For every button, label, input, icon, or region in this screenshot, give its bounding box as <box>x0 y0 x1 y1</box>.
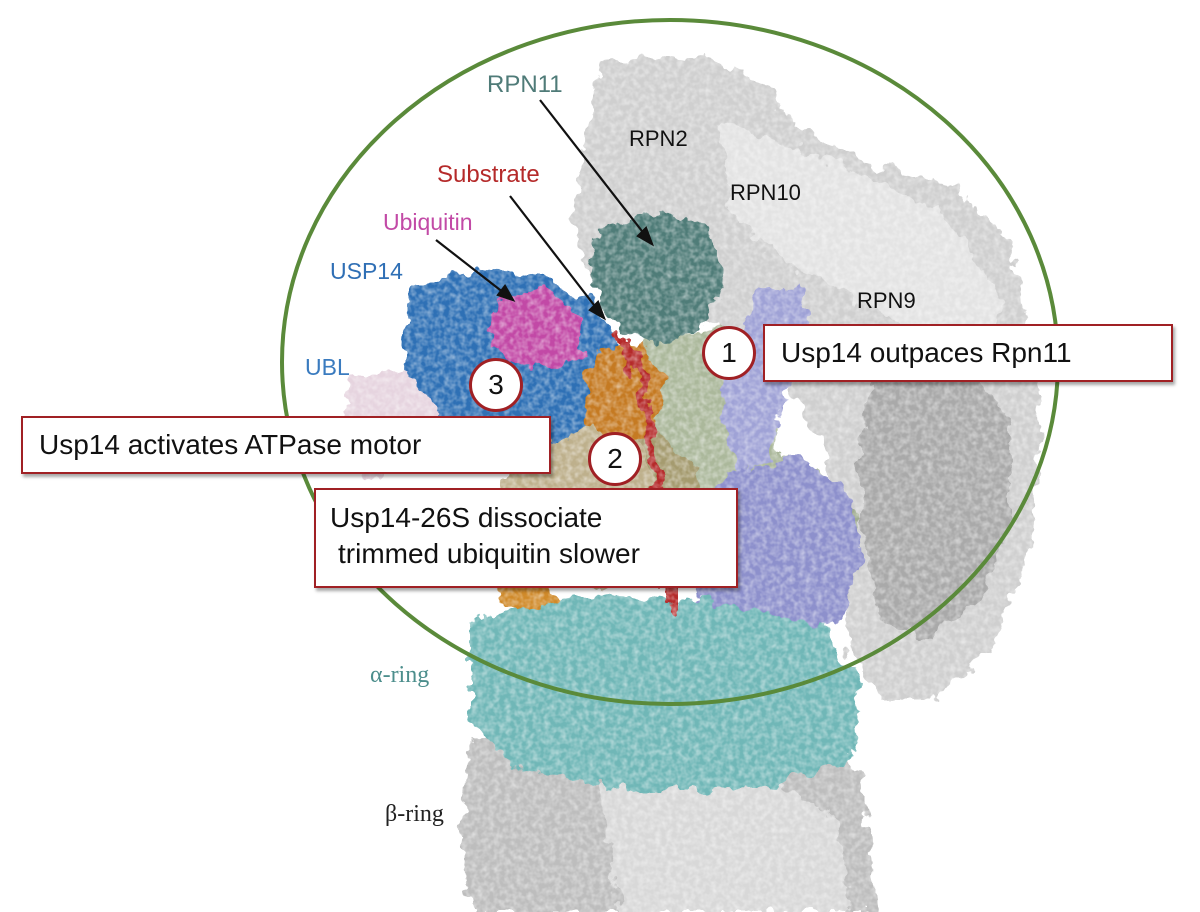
label-beta-ring: β-ring <box>385 801 444 827</box>
label-rpn11: RPN11 <box>487 71 563 98</box>
label-ubiquitin: Ubiquitin <box>383 209 473 235</box>
label-rpn9: RPN9 <box>857 288 916 313</box>
label-rpn10: RPN10 <box>730 180 801 205</box>
label-usp14: USP14 <box>330 258 403 284</box>
callout-step-3-text: Usp14 activates ATPase motor <box>39 429 422 460</box>
label-substrate: Substrate <box>437 161 540 188</box>
callout-step-2: Usp14-26S dissociate trimmed ubiquitin s… <box>314 488 738 588</box>
callout-step-2-line1: Usp14-26S dissociate <box>330 502 603 533</box>
callout-step-3: Usp14 activates ATPase motor <box>21 416 551 474</box>
texture-overlay <box>340 50 1060 912</box>
label-alpha-ring: α-ring <box>370 662 430 688</box>
step-badge-1: 1 <box>702 326 756 380</box>
callout-step-2-line2: trimmed ubiquitin slower <box>338 538 640 569</box>
annotation-arrows <box>435 99 655 321</box>
label-rpn2: RPN2 <box>629 126 688 151</box>
label-ubl: UBL <box>305 354 350 380</box>
step-badge-3: 3 <box>469 358 523 412</box>
callout-step-1: Usp14 outpaces Rpn11 <box>763 324 1173 382</box>
callout-step-1-text: Usp14 outpaces Rpn11 <box>781 337 1072 368</box>
step-badge-2: 2 <box>588 432 642 486</box>
